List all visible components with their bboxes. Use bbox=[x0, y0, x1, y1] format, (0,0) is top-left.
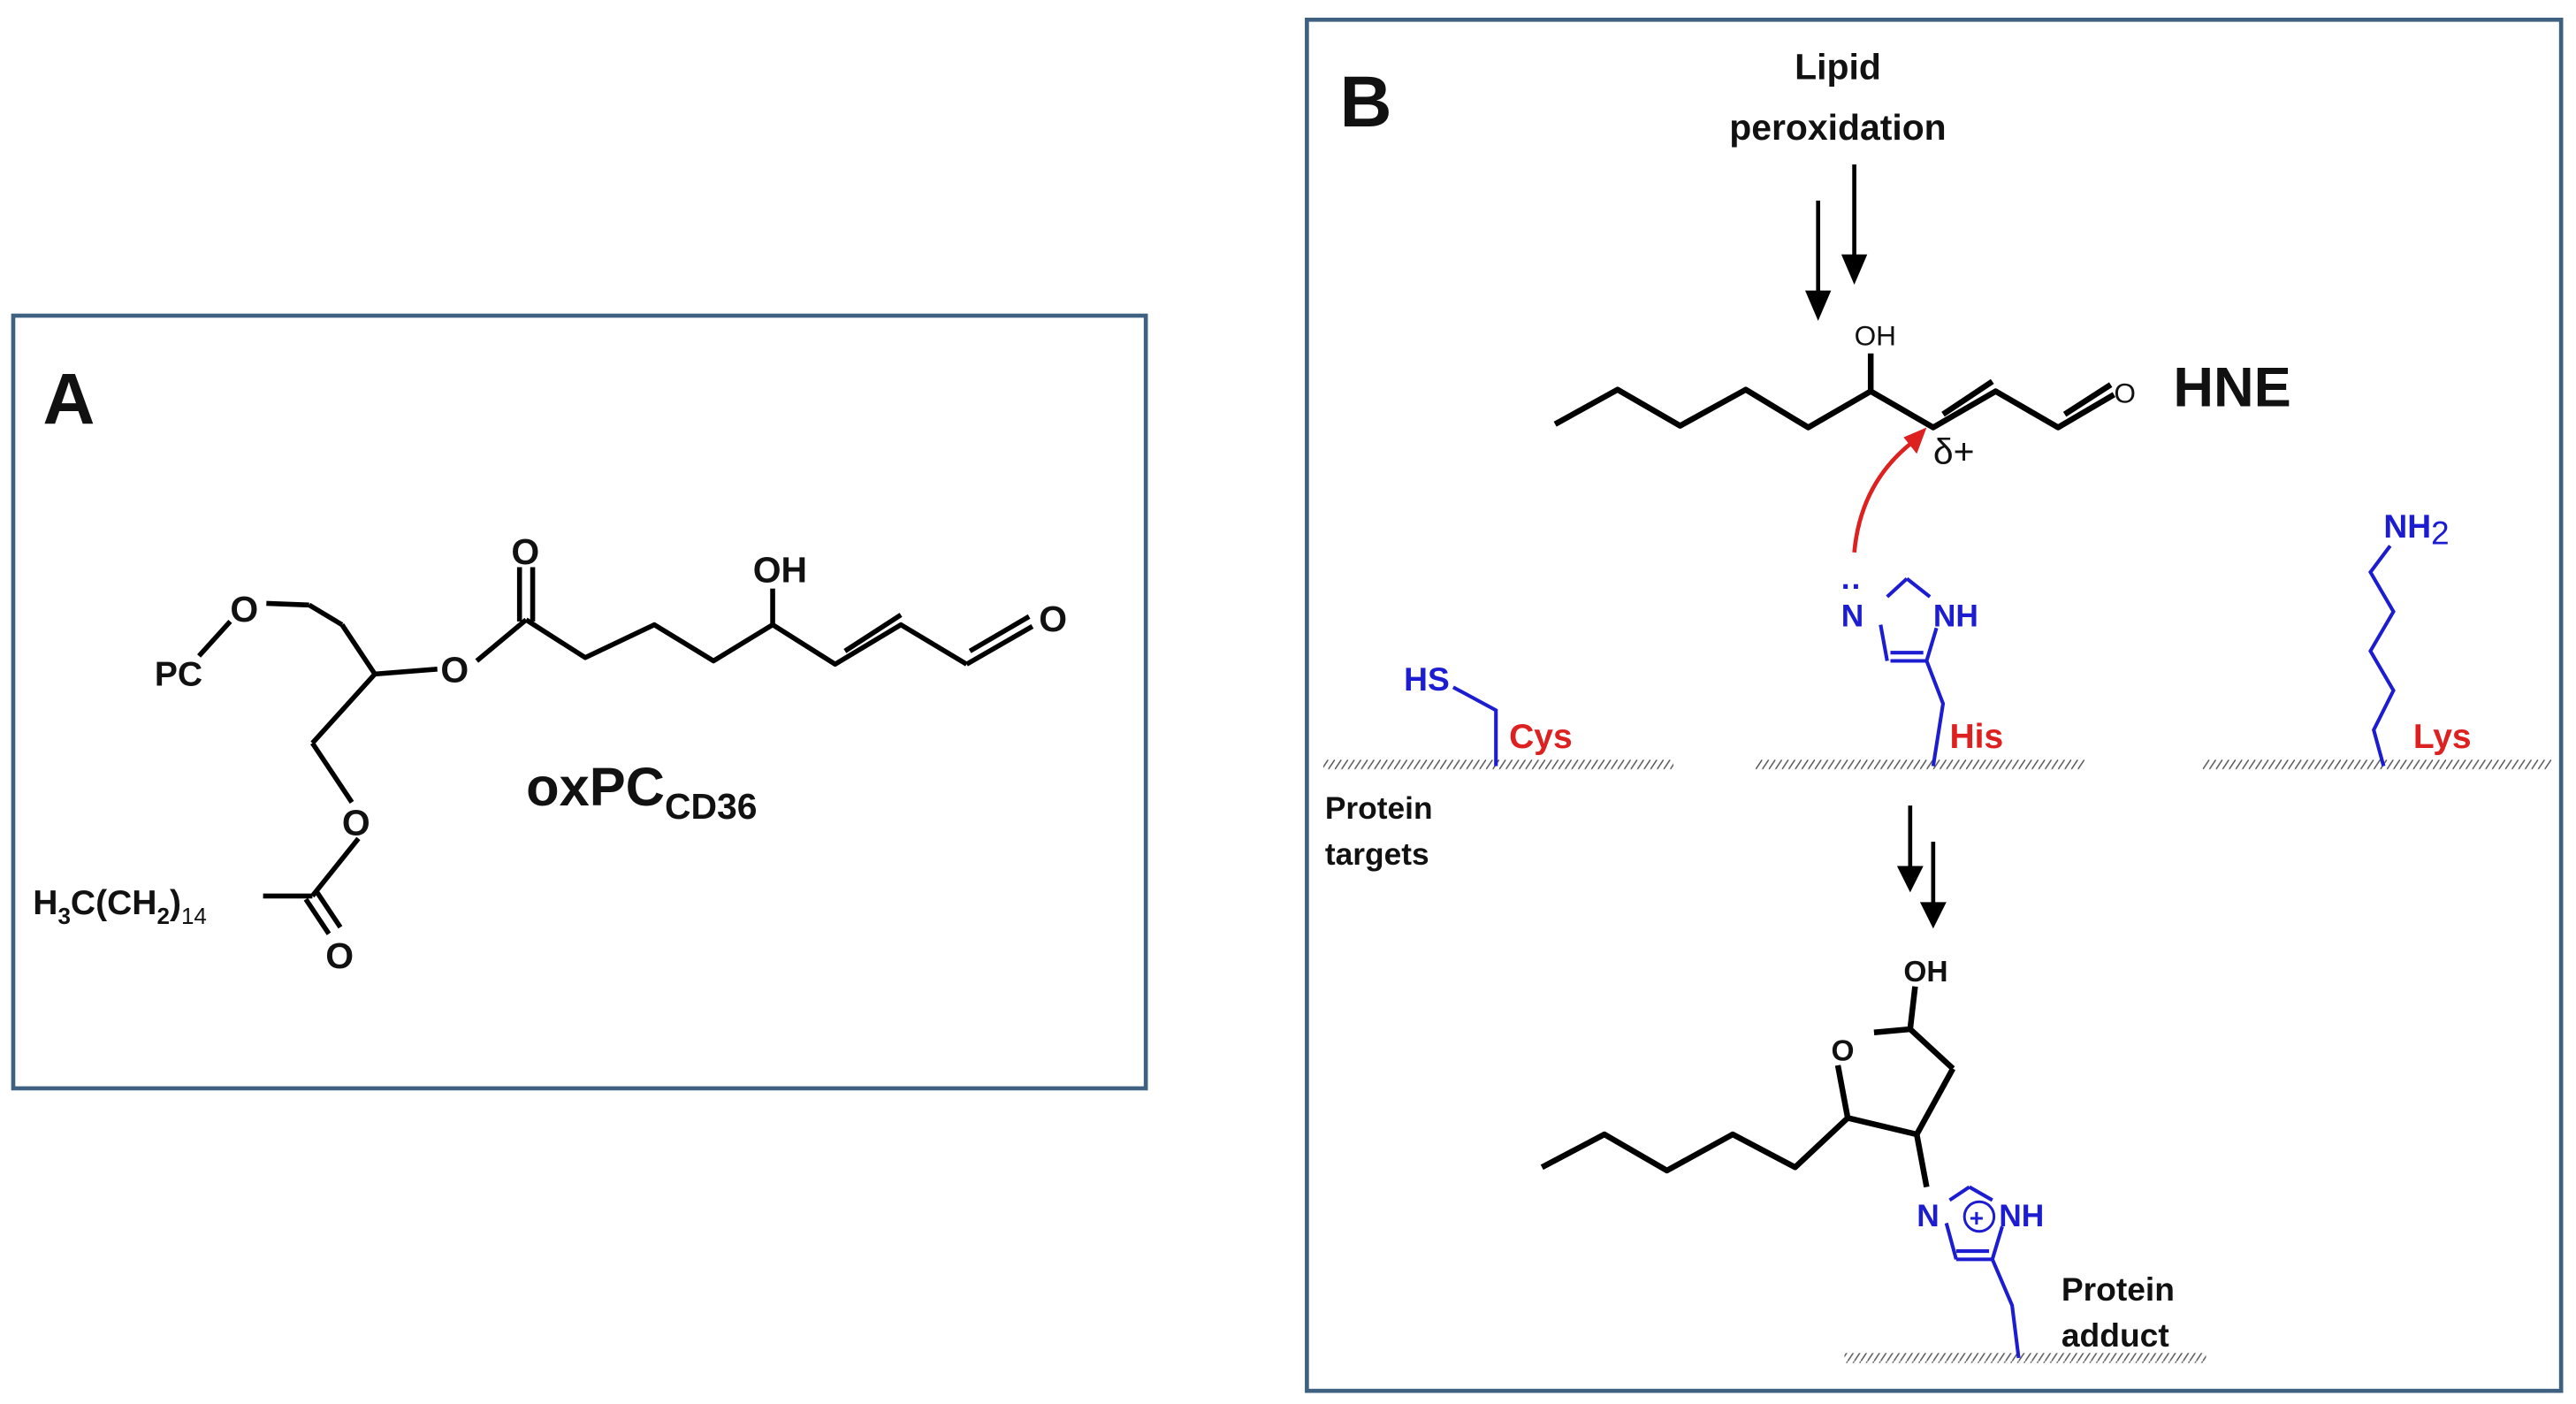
lys-residue bbox=[2368, 545, 2396, 767]
adduct-nh: NH bbox=[1999, 1199, 2044, 1233]
surface-lys bbox=[2202, 759, 2552, 770]
lipid-peroxidation-line1: Lipid bbox=[1795, 46, 1881, 87]
lys-nh2: NH2 bbox=[2383, 507, 2449, 551]
cys-hs: HS bbox=[1404, 660, 1450, 698]
panel-b-frame bbox=[1305, 17, 2564, 1393]
panel-b: B Lipid peroxidation OH O HNE δ+ bbox=[1305, 17, 2564, 1393]
adduct-ring-o: O bbox=[1832, 1034, 1855, 1067]
adduct-plus-charge: + bbox=[1970, 1204, 1984, 1232]
cys-residue bbox=[1452, 685, 1498, 767]
palmitoyl-chain-label: H3C(CH2)14 bbox=[33, 884, 207, 929]
lipid-peroxidation-line2: peroxidation bbox=[1729, 107, 1946, 148]
surface-cys bbox=[1322, 759, 1674, 770]
lys-name: Lys bbox=[2413, 718, 2472, 756]
hne-oh: OH bbox=[1855, 319, 1896, 351]
cys-name: Cys bbox=[1509, 718, 1573, 756]
atom-o-ester2: O bbox=[342, 803, 370, 843]
panel-a-frame bbox=[11, 313, 1148, 1091]
panel-b-letter: B bbox=[1340, 62, 1392, 142]
peroxidation-arrows bbox=[1805, 164, 1868, 321]
adduct-imidazole bbox=[1944, 1185, 2021, 1359]
delta-plus-label: δ+ bbox=[1933, 431, 1975, 471]
atom-o-carbonyl2: O bbox=[325, 935, 354, 976]
hne-structure bbox=[1553, 353, 2116, 431]
oxpc-structure bbox=[197, 567, 1034, 935]
panel-a: A bbox=[11, 313, 1148, 1091]
his-residue bbox=[1879, 576, 1946, 767]
his-lone-pair: ·· bbox=[1841, 569, 1863, 604]
atom-pc: PC bbox=[155, 655, 202, 693]
atom-o-aldehyde: O bbox=[1039, 599, 1067, 639]
surface-his bbox=[1756, 759, 2084, 770]
adduct-structure bbox=[1540, 986, 1956, 1188]
protein-surfaces bbox=[1322, 759, 2552, 1363]
compound-name-oxpc: oxPCCD36 bbox=[526, 757, 757, 827]
nucleophilic-attack-arrow bbox=[1852, 427, 1927, 553]
adduct-formation-arrows bbox=[1896, 805, 1947, 929]
hne-o: O bbox=[2114, 378, 2136, 409]
his-nh: NH bbox=[1933, 599, 1978, 633]
protein-targets-line1: Protein bbox=[1325, 791, 1433, 826]
atom-o-ether: O bbox=[230, 589, 258, 630]
adduct-n-plus: N bbox=[1917, 1199, 1940, 1233]
surface-adduct bbox=[1844, 1353, 2206, 1363]
his-name: His bbox=[1949, 718, 2003, 756]
protein-adduct-line2: adduct bbox=[2062, 1316, 2169, 1354]
panel-a-letter: A bbox=[42, 360, 95, 440]
protein-targets-line2: targets bbox=[1325, 837, 1429, 872]
hne-label: HNE bbox=[2173, 356, 2290, 418]
atom-o-carbonyl1: O bbox=[511, 531, 539, 572]
atom-o-ester1: O bbox=[440, 650, 469, 691]
his-n: N bbox=[1841, 599, 1864, 633]
adduct-oh: OH bbox=[1903, 956, 1947, 988]
atom-oh: OH bbox=[753, 549, 807, 590]
protein-adduct-line1: Protein bbox=[2062, 1270, 2175, 1308]
oxpc-atom-labels: PC O O O OH O O O H3C(CH2)14 oxPCCD36 bbox=[33, 531, 1067, 976]
